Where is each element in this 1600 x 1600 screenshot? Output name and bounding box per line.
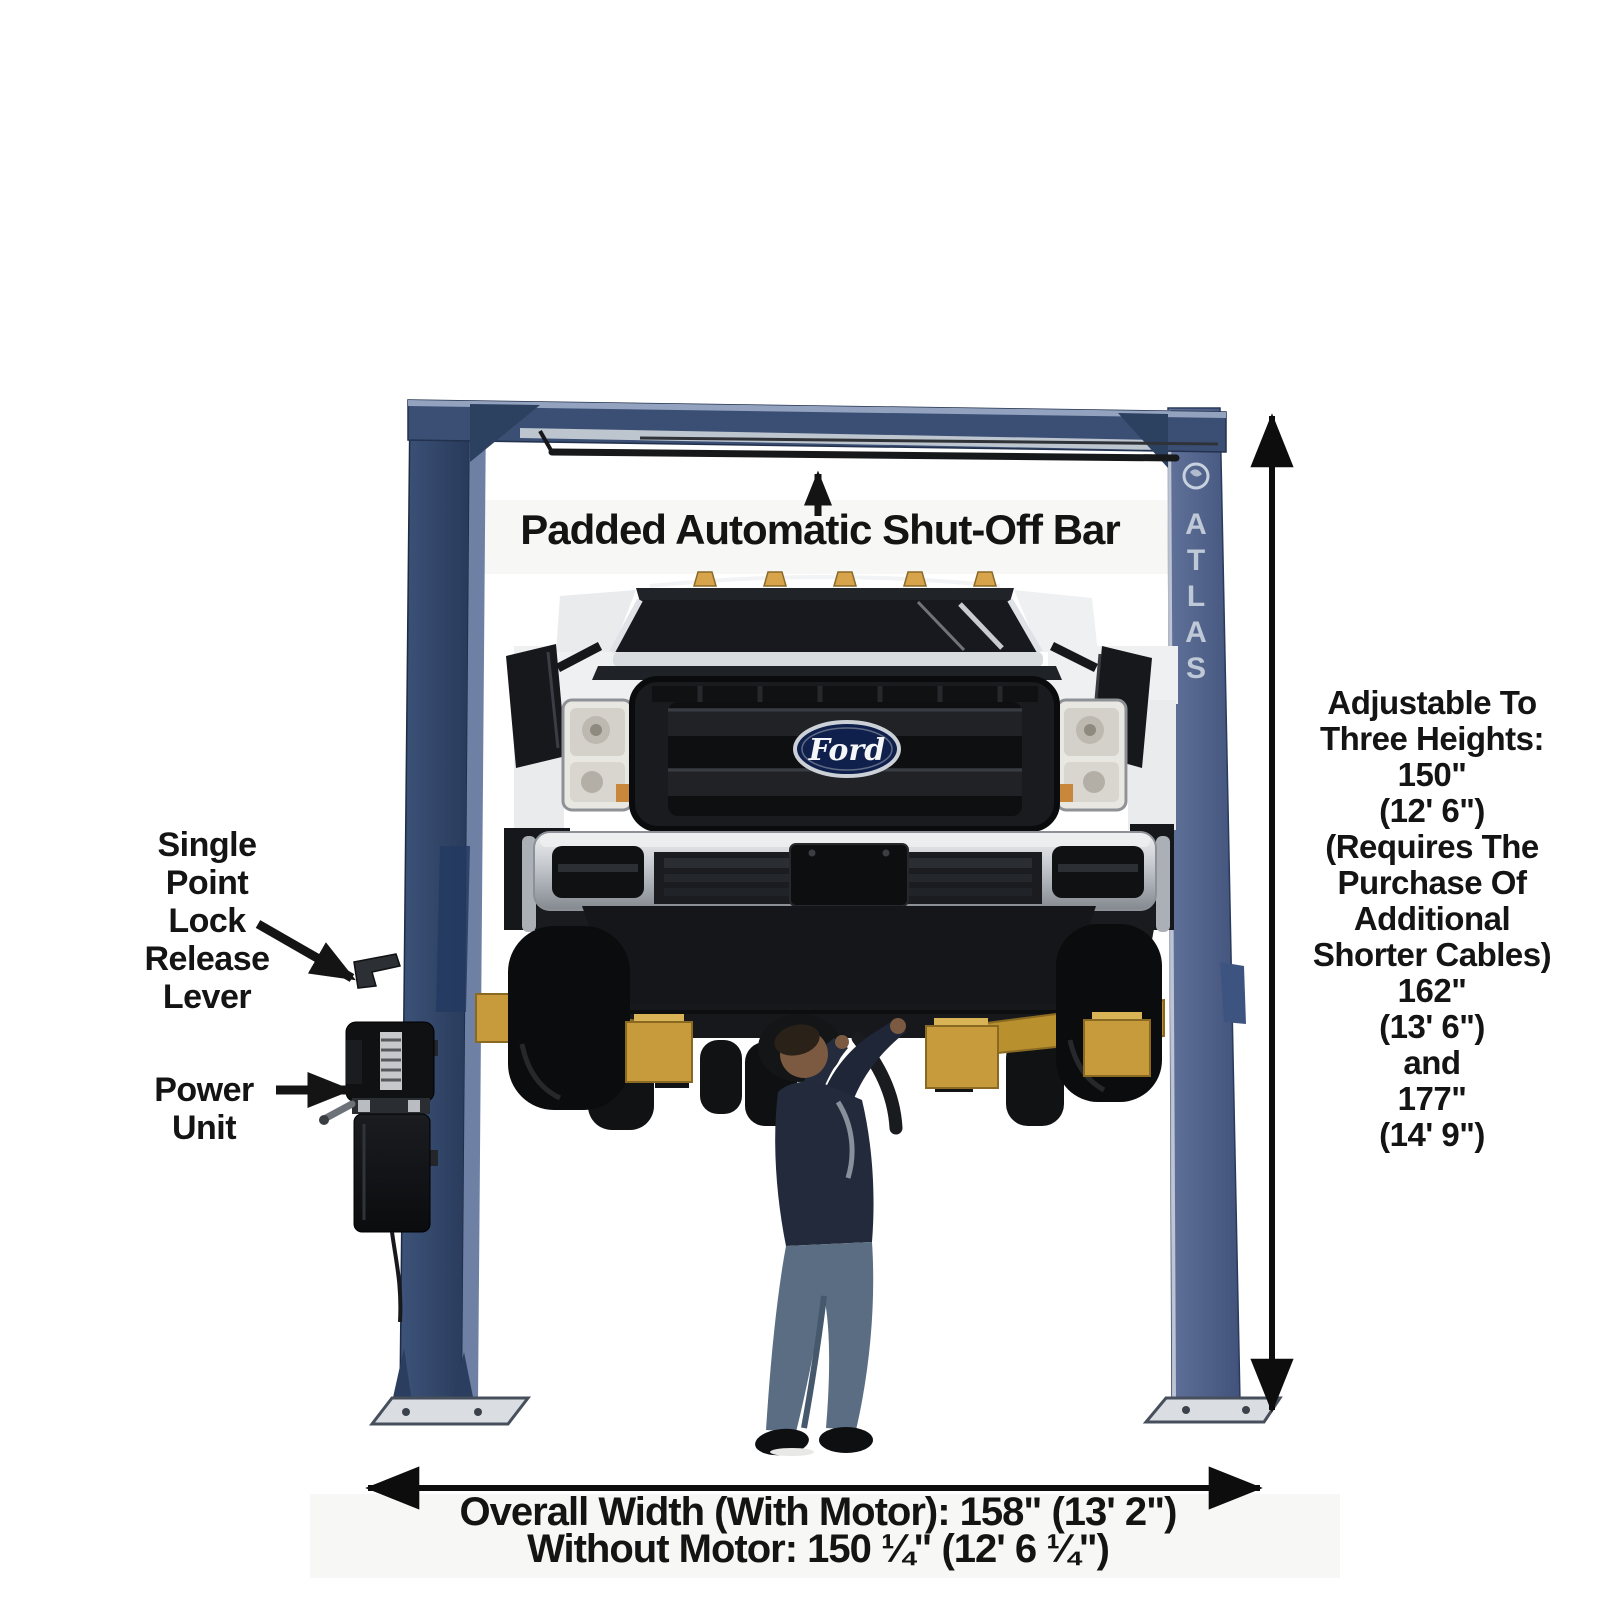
shutoff-label: Padded Automatic Shut-Off Bar <box>520 506 1120 554</box>
power-unit-line: Unit <box>171 1109 237 1147</box>
lock-release-label: Single Point Lock Release Lever <box>144 826 270 1016</box>
shutoff-bar <box>538 430 1219 462</box>
truck: Ford <box>504 571 1178 1135</box>
mechanic-torso <box>775 1081 874 1246</box>
right-post: A T L A S <box>1142 407 1283 1424</box>
overall-width-line2: Without Motor: 150 ¼" (12' 6 ¼") <box>527 1527 1110 1571</box>
roof <box>636 571 1014 602</box>
atlas-letter: L <box>1187 580 1205 613</box>
height-line: (12' 6") <box>1379 792 1485 829</box>
ford-badge: Ford <box>793 720 901 778</box>
height-line: (13' 6") <box>1379 1008 1485 1045</box>
height-line: 150" <box>1397 756 1467 793</box>
left-baseplate <box>368 1396 532 1426</box>
height-line: 162" <box>1397 972 1467 1009</box>
right-baseplate <box>1142 1396 1283 1424</box>
height-line: 177" <box>1397 1080 1467 1117</box>
air-dam <box>582 906 1096 1008</box>
atlas-letter: T <box>1187 544 1205 577</box>
mechanic-shoe <box>819 1427 873 1453</box>
ford-badge-text: Ford <box>808 733 885 768</box>
height-line: Shorter Cables) <box>1312 936 1552 973</box>
atlas-letter: A <box>1185 616 1207 649</box>
release-handle <box>322 1100 356 1122</box>
lock-release-line: Point <box>165 864 249 902</box>
power-unit-line: Power <box>154 1071 254 1109</box>
overall-width-line1: Overall Width (With Motor): 158" (13' 2"… <box>459 1490 1178 1534</box>
lock-lever-arrow <box>255 920 356 982</box>
power-unit <box>319 1021 438 1323</box>
power-cable <box>390 1231 403 1323</box>
atlas-letter: S <box>1186 652 1206 685</box>
atlas-logo-icon <box>1182 462 1210 490</box>
overall-width-label: Overall Width (With Motor): 158" (13' 2"… <box>459 1490 1178 1571</box>
atlas-letter: A <box>1185 508 1207 541</box>
height-line: Purchase Of <box>1337 864 1527 901</box>
height-line: and <box>1403 1044 1461 1081</box>
roof-marker-lights <box>693 571 997 587</box>
left-post <box>368 401 532 1426</box>
lock-release-line: Single <box>157 826 257 864</box>
lock-release-line: Lock <box>168 902 246 940</box>
shutoff-label-text: Padded Automatic Shut-Off Bar <box>520 506 1120 553</box>
lock-release-line: Release <box>144 940 270 978</box>
height-line: (14' 9") <box>1379 1116 1485 1153</box>
left-mirror <box>506 642 603 768</box>
height-line: Adjustable To <box>1327 684 1537 721</box>
windshield <box>609 598 1043 654</box>
license-plate-area <box>789 843 909 907</box>
mechanic <box>755 1018 906 1456</box>
lift-arm-pads <box>625 1012 1151 1089</box>
height-options-label: Adjustable To Three Heights: 150" (12' 6… <box>1312 684 1552 1153</box>
grille: Ford <box>629 676 1060 832</box>
height-line: Three Heights: <box>1319 720 1545 757</box>
power-unit-label: Power Unit <box>154 1071 254 1147</box>
left-headlight <box>561 698 634 812</box>
lock-release-line: Lever <box>162 978 252 1016</box>
atlas-vertical-wordmark: A T L A S <box>1185 508 1207 685</box>
right-carriage-bracket <box>1220 962 1246 1024</box>
mechanic-jeans <box>766 1242 874 1432</box>
right-headlight <box>1055 698 1128 812</box>
front-bumper <box>522 831 1170 932</box>
lock-release-lever <box>353 953 401 989</box>
height-line: Additional <box>1353 900 1511 937</box>
height-line: (Requires The <box>1325 828 1539 865</box>
